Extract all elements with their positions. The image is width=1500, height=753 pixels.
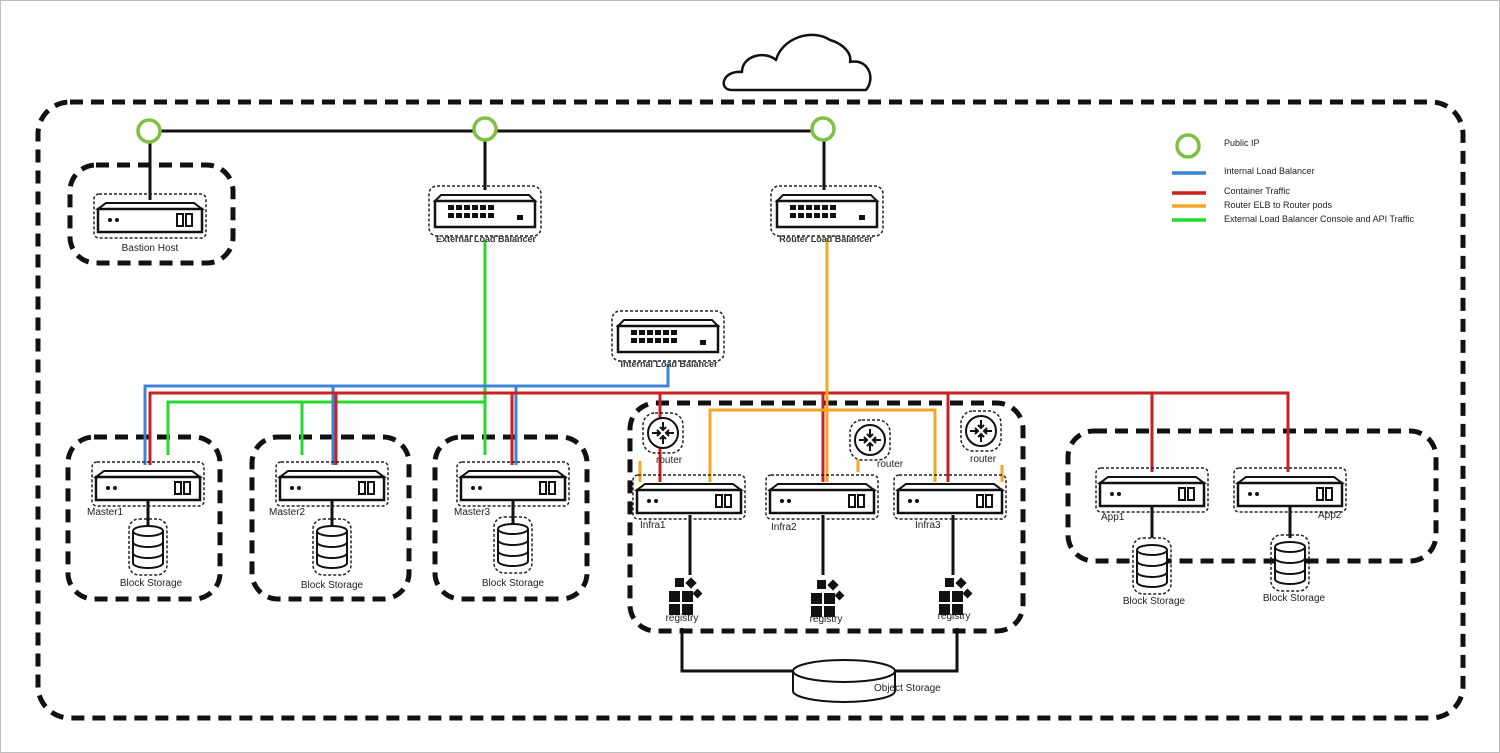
- infra2-registry-label: registry: [810, 614, 843, 625]
- master1-label: Master1: [87, 507, 124, 518]
- public-ip-external-lb-icon: [472, 116, 498, 142]
- node-labels: Bastion Host External Load Balancer Rout…: [87, 234, 1342, 694]
- legend-external-lb-label: External Load Balancer Console and API T…: [1224, 214, 1414, 224]
- master1-block-storage-label: Block Storage: [120, 578, 183, 589]
- app1-label: App1: [1101, 512, 1125, 523]
- infra1-router-label: router: [656, 455, 683, 466]
- master2-block-storage-icon: [312, 518, 352, 576]
- master2-server-icon: [274, 460, 390, 508]
- object-storage-label: Object Storage: [874, 683, 941, 694]
- master3-server-icon: [455, 460, 571, 508]
- master3-label: Master3: [454, 507, 491, 518]
- router-load-balancer-label: Router Load Balancer: [779, 234, 873, 244]
- master1-block-storage-icon: [128, 518, 168, 576]
- legend-public-ip-icon: [1175, 133, 1201, 159]
- external-lb-traffic-lines: [166, 240, 487, 455]
- app1-block-storage-label: Block Storage: [1123, 596, 1186, 607]
- internal-load-balancer-label: Internal Load Balancer: [620, 359, 718, 369]
- infra1-router-icon: [642, 412, 684, 454]
- infra2-registry-icon: [811, 579, 845, 617]
- infra3-registry-label: registry: [938, 611, 971, 622]
- app2-block-storage-icon: [1270, 534, 1310, 592]
- public-ip-bastion-icon: [136, 118, 162, 144]
- infra3-server-icon: [892, 473, 1008, 521]
- infra3-router-label: router: [970, 454, 997, 465]
- infra1-server-icon: [631, 473, 747, 521]
- storage-lines: [146, 500, 1292, 673]
- master3-block-storage-label: Block Storage: [482, 578, 545, 589]
- internal-load-balancer-switch-icon: [610, 309, 726, 363]
- infra2-router-label: router: [877, 459, 904, 470]
- infra1-registry-label: registry: [666, 613, 699, 624]
- cloud-icon: [722, 33, 872, 92]
- infra2-router-icon: [849, 419, 891, 461]
- infra3-registry-icon: [939, 577, 973, 615]
- container-traffic-lines: [148, 391, 1290, 482]
- external-load-balancer-switch-icon: [427, 184, 543, 238]
- bastion-host-label: Bastion Host: [122, 243, 179, 254]
- master2-block-storage-label: Block Storage: [301, 580, 364, 591]
- infra3-label: Infra3: [915, 520, 941, 531]
- infra2-label: Infra2: [771, 522, 797, 533]
- legend-router-elb-label: Router ELB to Router pods: [1224, 200, 1333, 210]
- legend-public-ip-label: Public IP: [1224, 138, 1260, 148]
- master1-server-icon: [90, 460, 206, 508]
- external-load-balancer-label: External Load Balancer: [436, 234, 537, 244]
- public-ip-markers: [136, 116, 836, 144]
- public-ip-router-lb-icon: [810, 116, 836, 142]
- app1-block-storage-icon: [1132, 537, 1172, 595]
- app2-label: App2: [1318, 510, 1342, 521]
- infra1-label: Infra1: [640, 520, 666, 531]
- app1-server-icon: [1094, 466, 1210, 514]
- infra1-registry-icon: [669, 577, 703, 615]
- object-storage-icon: [792, 659, 896, 703]
- master2-label: Master2: [269, 507, 306, 518]
- legend-container-traffic-label: Container Traffic: [1224, 186, 1290, 196]
- master3-block-storage-icon: [493, 516, 533, 574]
- cloud-environment-boundary: [35, 99, 1466, 721]
- app2-server-icon: [1232, 466, 1348, 514]
- infra3-router-icon: [960, 410, 1002, 452]
- legend: Public IP Internal Load Balancer Contain…: [1172, 133, 1414, 224]
- router-load-balancer-switch-icon: [769, 184, 885, 238]
- router-elb-lines: [638, 238, 1004, 482]
- legend-internal-lb-label: Internal Load Balancer: [1224, 166, 1315, 176]
- app2-block-storage-label: Block Storage: [1263, 593, 1326, 604]
- bastion-host-server-icon: [92, 192, 208, 240]
- group-boundaries: [65, 162, 1439, 634]
- internal-lb-lines: [143, 364, 670, 465]
